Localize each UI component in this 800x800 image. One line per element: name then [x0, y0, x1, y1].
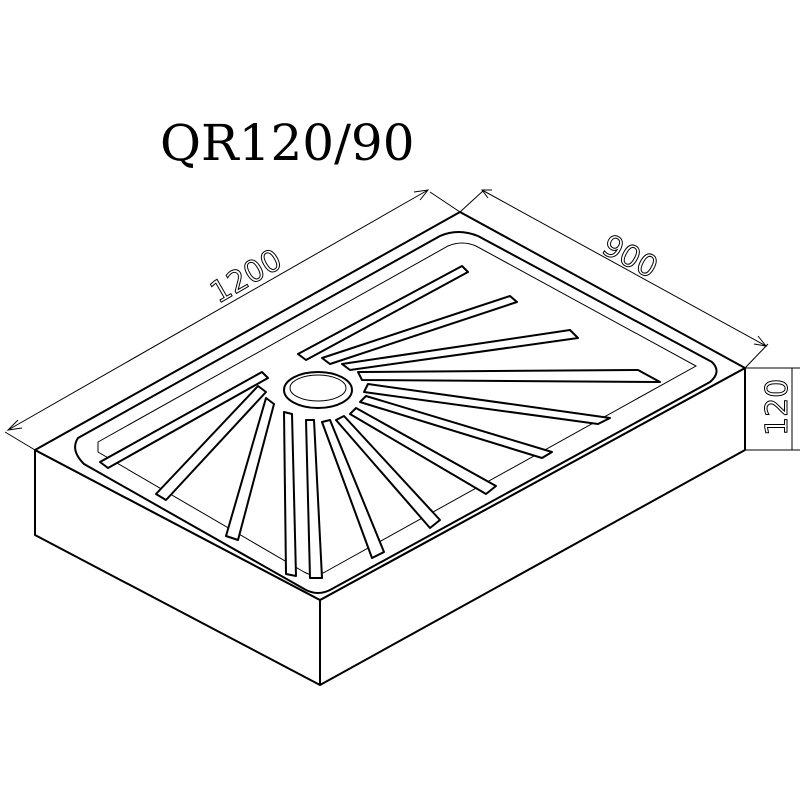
groove: [305, 419, 323, 579]
drain-icon: [283, 371, 353, 409]
groove: [341, 329, 579, 371]
groove: [297, 265, 469, 361]
dimension-length-label: 1200: [205, 242, 289, 310]
groove: [335, 415, 441, 529]
groove: [99, 371, 269, 469]
dimension-width-label: 900: [596, 228, 663, 286]
model-title: QR120/90: [160, 114, 415, 172]
groove: [155, 385, 267, 501]
drain-inner: [289, 374, 347, 402]
groove: [321, 295, 518, 365]
tray-inner-slope: [97, 242, 698, 576]
tray-inner-basin: [74, 231, 718, 594]
groove: [363, 383, 611, 425]
groove: [225, 397, 275, 541]
groove: [283, 411, 297, 577]
groove: [349, 407, 497, 495]
dimension-height-label: 120: [760, 379, 795, 436]
radial-grooves: [99, 265, 661, 579]
groove: [359, 395, 553, 459]
groove: [357, 369, 661, 383]
dimension-height: 120: [745, 367, 800, 451]
groove: [321, 419, 385, 559]
